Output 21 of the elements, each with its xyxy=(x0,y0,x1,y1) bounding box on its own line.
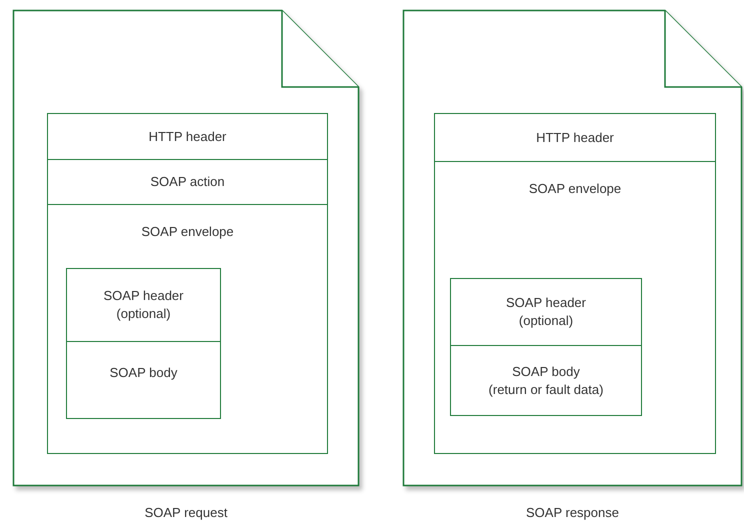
box-label: HTTP header xyxy=(148,128,228,146)
section-box xyxy=(47,159,328,205)
box-label: SOAP body xyxy=(108,364,178,382)
section-box xyxy=(450,278,642,346)
node-label: SOAP response xyxy=(526,504,619,522)
box-label: SOAP header (optional) xyxy=(505,294,587,330)
section-box xyxy=(434,113,716,162)
box-label: SOAP envelope xyxy=(140,223,235,241)
box-label: SOAP envelope xyxy=(528,180,622,198)
box-label: SOAP body xyxy=(511,362,581,380)
section-box xyxy=(66,341,221,419)
box-label: HTTP header xyxy=(535,128,615,146)
box-label: (return or fault data) xyxy=(488,380,604,398)
node-label: SOAP request xyxy=(144,504,228,522)
section-box xyxy=(47,113,328,160)
section-box xyxy=(434,161,716,454)
section-box xyxy=(47,204,328,454)
section-box xyxy=(450,345,642,416)
section-box xyxy=(66,268,221,342)
box-label: SOAP action xyxy=(149,173,226,191)
box-label: SOAP header (optional) xyxy=(102,287,184,323)
